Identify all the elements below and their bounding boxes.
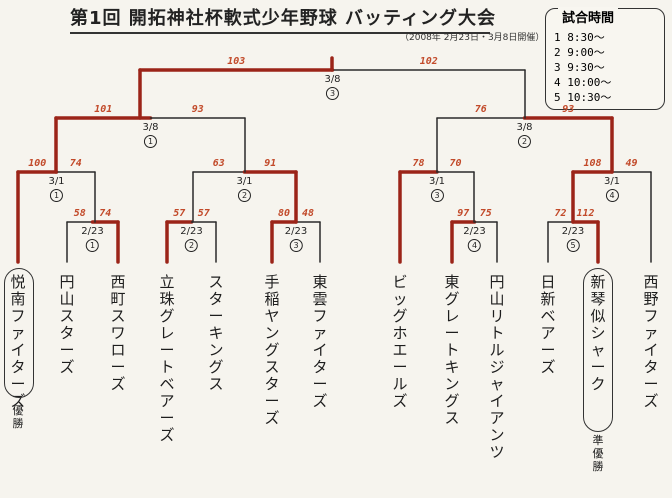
match-date: 3/8 [142,122,159,133]
score-left: 63 [212,158,225,169]
score-right: 75 [479,208,492,219]
score-right: 74 [99,208,112,219]
slot-number: 1 [554,31,561,44]
team-name: 円山スターズ [59,273,75,376]
team-name: 日新ベアーズ [540,273,556,376]
match-slot: 2 [185,239,198,252]
slot-time: 9:30～ [567,61,605,74]
team-name: 東グレートキングス [444,273,460,427]
slot-number: 3 [554,61,561,74]
match-slot: 3 [326,87,339,100]
team-name: ビッグホエールズ [392,273,408,410]
slot-time: 10:30～ [567,91,612,104]
score-right: 70 [449,158,462,169]
match-label: 2/23 4 [463,226,486,252]
match-label: 2/23 5 [562,226,584,252]
score-left: 108 [583,158,602,169]
schedule-slot-4: 4 10:00～ [554,74,611,90]
score-left: 57 [173,208,186,219]
match-date: 3/8 [516,122,533,133]
slot-time: 9:00～ [567,46,605,59]
match-slot: 5 [566,239,580,252]
schedule-slot-5: 5 10:30～ [554,89,611,105]
match-slot: 4 [468,239,481,252]
match-date: 2/23 [561,226,585,237]
match-slot: 1 [50,189,63,202]
match-date: 2/23 [284,226,308,237]
score-right: 112 [576,208,595,219]
slot-number: 5 [554,91,561,104]
score-left: 100 [28,158,47,169]
score-left: 103 [227,56,246,67]
schedule-title: 試合時間 [558,7,619,26]
team-name: 西町スワローズ [110,273,126,393]
match-label: 2/23 2 [180,226,203,252]
team-name: 立珠グレートベアーズ [159,273,175,444]
score-right: 93 [191,104,204,115]
event-dates: （2008年 2月23日・3月8日開催） [400,33,545,43]
match-date: 3/1 [603,176,621,187]
score-left: 80 [277,208,291,219]
score-left: 78 [412,158,425,169]
score-right: 102 [419,56,438,67]
score-right: 49 [625,158,638,169]
match-slot: 3 [289,239,303,252]
slot-number: 4 [554,76,561,89]
schedule-slot-3: 3 9:30～ [554,59,605,75]
score-left: 58 [73,208,86,219]
match-slot: 1 [86,239,99,252]
team-name: 西野ファイターズ [643,273,659,410]
schedule-slot-2: 2 9:00～ [554,44,605,60]
match-date: 3/1 [48,176,65,187]
score-right: 93 [562,104,575,115]
score-left: 76 [474,104,487,115]
match-slot: 4 [605,189,619,202]
slot-time: 10:00～ [567,76,612,89]
match-date: 3/1 [236,176,253,187]
score-right: 57 [197,208,210,219]
score-left: 72 [554,208,567,219]
match-date: 3/8 [324,74,341,85]
match-slot: 3 [430,189,444,202]
runner-up-oval [583,268,613,432]
slot-time: 8:30～ [567,31,605,44]
match-date: 2/23 [81,226,104,237]
team-name: スターキングス [208,273,224,393]
champion-oval [4,268,34,398]
match-date: 2/23 [463,226,486,237]
runner-up-mark: 準優勝 [592,434,604,473]
match-label: 2/23 1 [81,226,104,252]
score-right: 91 [264,158,277,169]
page-title: 第1回 開拓神社杯軟式少年野球 バッティング大会 [70,4,495,34]
match-date: 2/23 [180,226,203,237]
score-right: 74 [69,158,82,169]
score-left: 101 [94,104,113,115]
team-name: 東雲ファイターズ [312,273,328,410]
schedule-box: 試合時間 1 8:30～ 2 9:00～ 3 9:30～ 4 10:00～ 5 … [545,7,665,110]
match-slot: 2 [238,189,251,202]
score-left: 97 [457,208,470,219]
team-name: 円山リトルジャイアンツ [489,273,505,461]
match-date: 3/1 [428,176,446,187]
match-slot: 1 [144,135,157,148]
match-label: 2/23 3 [285,226,307,252]
team-name: 手稲ヤングスターズ [264,273,280,427]
slot-number: 2 [554,46,561,59]
score-right: 48 [301,208,315,219]
match-slot: 2 [518,135,531,148]
champion-mark: 優勝 [12,404,24,430]
schedule-slot-1: 1 8:30～ [554,29,605,45]
